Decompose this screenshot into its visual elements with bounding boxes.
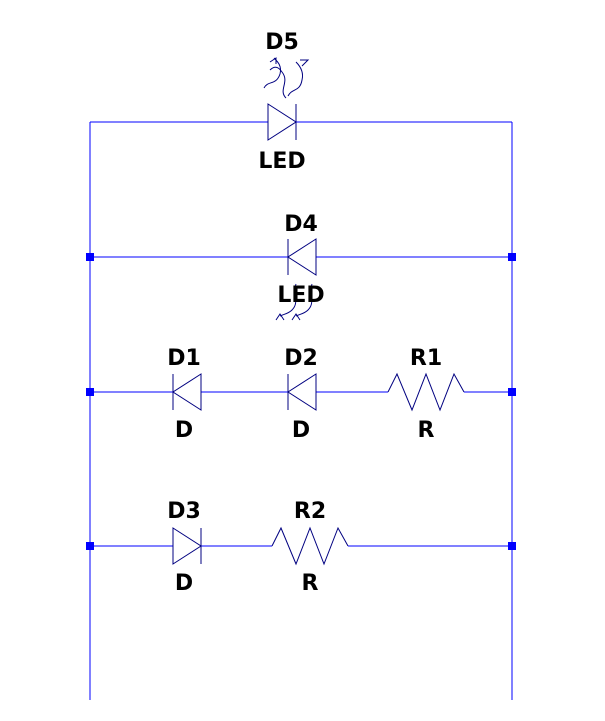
d4-type-label: LED (277, 283, 324, 308)
light-emission-arrow-icon (263, 57, 281, 89)
diode-triangle (287, 238, 317, 276)
junction-node (86, 253, 94, 261)
branch-d5: D5 LED (90, 30, 512, 174)
light-emission-arrow-icon (275, 283, 297, 321)
junction-node (508, 388, 516, 396)
diode-d2-symbol[interactable] (287, 373, 317, 411)
resistor-r2-symbol[interactable] (271, 526, 349, 566)
d3-type-label: D (175, 571, 193, 596)
diode-triangle (267, 103, 297, 141)
resistor-zigzag (387, 372, 465, 412)
junction-node (508, 253, 516, 261)
d1-name-label: D1 (167, 346, 201, 371)
junction-node (86, 542, 94, 550)
resistor-r1-symbol[interactable] (387, 372, 465, 412)
diode-d1-symbol[interactable] (172, 373, 202, 411)
light-emission-arrow-icon (287, 59, 310, 97)
led-d5-symbol[interactable] (263, 57, 310, 141)
d5-type-label: LED (258, 149, 305, 174)
diode-triangle (172, 373, 202, 411)
d2-type-label: D (292, 418, 310, 443)
resistor-zigzag (271, 526, 349, 566)
led-d4-symbol[interactable] (275, 238, 317, 321)
branch-d3-r2: D3 D R2 R (90, 499, 512, 596)
branch-d4: D4 LED (90, 212, 512, 321)
d1-type-label: D (175, 418, 193, 443)
diode-triangle (172, 527, 202, 565)
d5-name-label: D5 (265, 30, 299, 55)
branch-d1-d2-r1: D1 D D2 D R1 R (90, 346, 512, 443)
r1-name-label: R1 (410, 346, 442, 371)
junction-node (86, 388, 94, 396)
light-emission-arrow-icon (291, 283, 313, 321)
junction-node (508, 542, 516, 550)
light-emission-arrow-icon (269, 66, 287, 99)
diode-d3-symbol[interactable] (172, 527, 202, 565)
d2-name-label: D2 (284, 346, 318, 371)
r2-name-label: R2 (294, 499, 326, 524)
r2-type-label: R (302, 571, 319, 596)
d3-name-label: D3 (167, 499, 201, 524)
diode-triangle (287, 373, 317, 411)
d4-name-label: D4 (284, 212, 318, 237)
r1-type-label: R (418, 418, 435, 443)
